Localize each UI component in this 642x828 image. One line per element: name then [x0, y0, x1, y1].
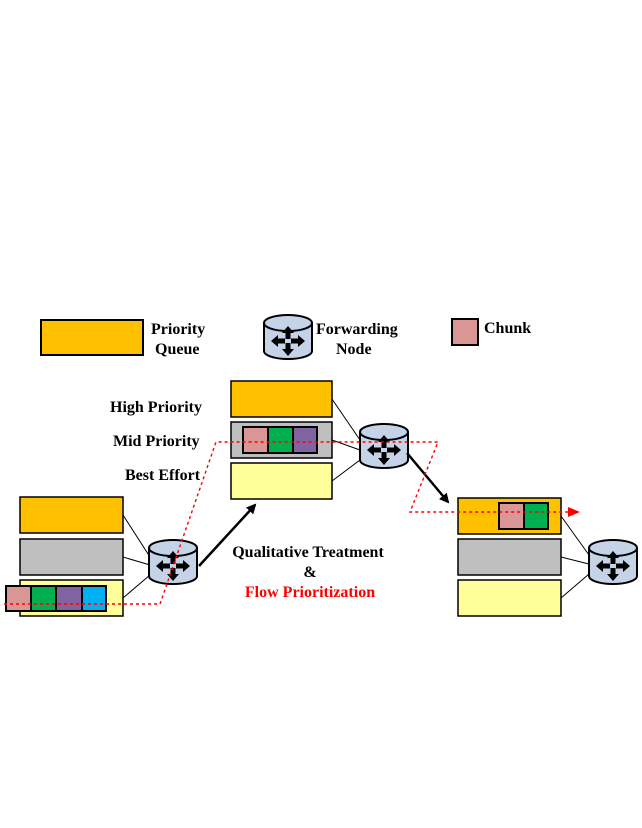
chunk-pink — [242, 426, 269, 454]
caption-ampersand: & — [303, 564, 316, 581]
caption-qualitative: Qualitative Treatment — [232, 544, 384, 561]
left-high-queue — [19, 496, 124, 534]
chunk-blue — [81, 585, 107, 612]
legend-node-label-2: Node — [336, 341, 372, 358]
legend-queue-swatch — [40, 319, 144, 356]
forwarding-node-icon — [148, 539, 198, 585]
level-best-label: Best Effort — [125, 467, 201, 484]
left-mid-queue — [19, 538, 124, 576]
mid-queue-chunks — [242, 426, 318, 454]
legend-chunk-label: Chunk — [484, 320, 531, 337]
legend-node-label-1: Forwarding — [316, 321, 398, 338]
forwarding-node-icon — [263, 314, 313, 360]
chunk-green — [267, 426, 294, 454]
chunk-green — [523, 502, 549, 530]
forwarding-node-icon — [359, 423, 409, 469]
flow-arrow-left-to-mid — [198, 503, 257, 567]
forwarding-node-icon — [588, 539, 638, 585]
right-best-queue — [457, 579, 562, 617]
right-mid-queue — [457, 538, 562, 576]
prioritized-flow-path — [4, 441, 580, 605]
flow-arrow-mid-to-right — [406, 452, 450, 504]
legend-chunk-swatch — [451, 318, 479, 346]
level-mid-label: Mid Priority — [113, 433, 200, 450]
chunk-pink — [5, 585, 32, 612]
legend-queue-label-1: Priority — [151, 321, 205, 338]
chunk-green — [30, 585, 57, 612]
right-queue-chunks — [498, 502, 549, 530]
caption-flow-prioritization: Flow Prioritization — [245, 584, 375, 601]
level-high-label: High Priority — [110, 399, 202, 416]
chunk-purple — [292, 426, 318, 454]
mid-best-queue — [230, 462, 333, 500]
mid-high-queue — [230, 380, 333, 418]
legend-queue-label-2: Queue — [155, 341, 199, 358]
chunk-purple — [55, 585, 83, 612]
left-queue-chunks — [5, 585, 107, 612]
chunk-pink — [498, 502, 525, 530]
